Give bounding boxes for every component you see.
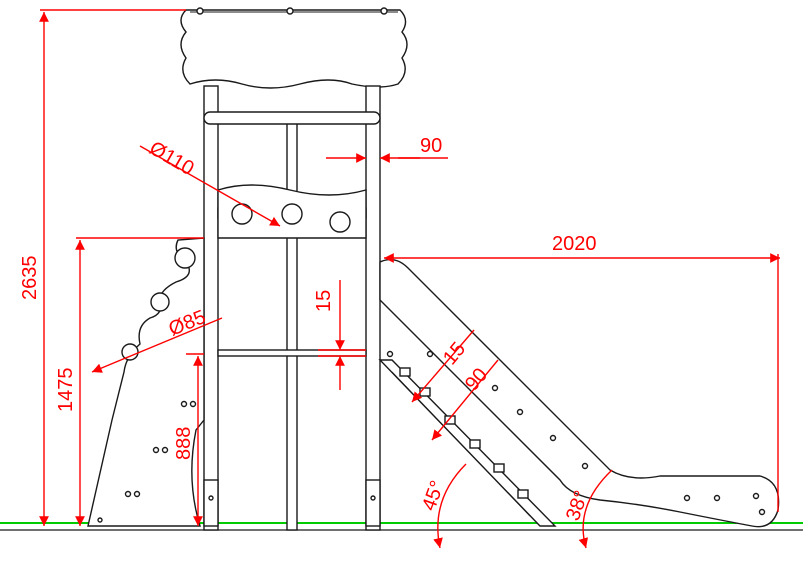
climbing-wall (87, 237, 205, 527)
label-hole-large: Ø110 (146, 137, 198, 180)
label-wall-height: 888 (173, 427, 195, 460)
dim-slide-length: 2020 (384, 233, 780, 512)
label-total-height: 2635 (19, 256, 41, 301)
dim-wall-height: 888 (173, 353, 204, 526)
label-post-width: 90 (420, 135, 442, 157)
label-angle-upper: 45° (418, 478, 449, 514)
label-slide-length: 2020 (552, 233, 597, 255)
dim-rail-thickness: 15 (313, 280, 366, 390)
dim-total-height: 2635 (19, 9, 186, 526)
dim-angle-upper: 45° (418, 463, 467, 549)
dim-post-width: 90 (326, 135, 448, 163)
inner-panel (217, 184, 367, 239)
tower-frame (203, 85, 381, 531)
label-platform-height: 1475 (55, 368, 77, 413)
dim-platform-height: 1475 (55, 237, 204, 526)
roof-panel (180, 7, 408, 89)
slide (378, 258, 780, 528)
label-rail-thickness: 15 (313, 290, 335, 312)
